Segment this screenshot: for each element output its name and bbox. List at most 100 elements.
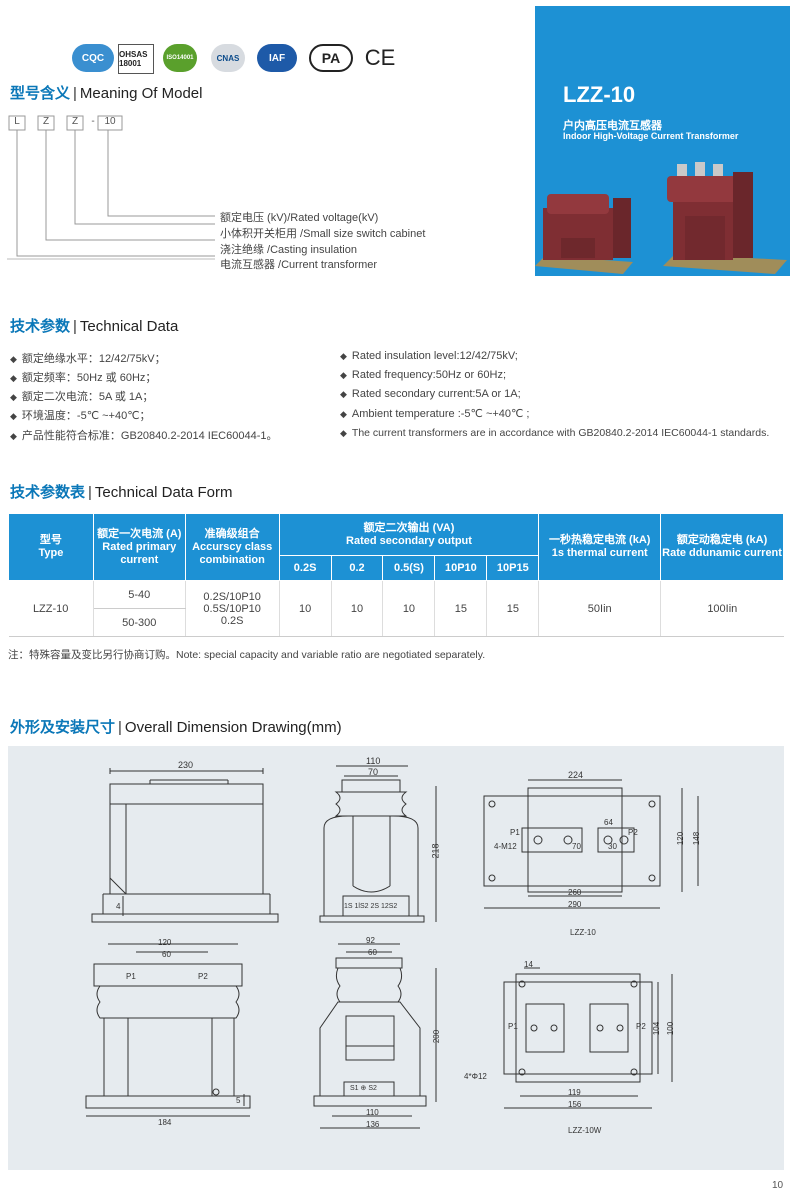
dim-224: 224 <box>568 770 584 780</box>
tech-en-item: ◆Rated frequency:50Hz or 60Hz; <box>340 369 507 381</box>
cell-primary: 5-40 <box>93 580 186 609</box>
ohsas-logo: OHSAS 18001 <box>118 44 154 74</box>
terminal-label: 1S 1lS2 2S 12S2 <box>344 903 398 910</box>
dim-120b: 120 <box>158 938 172 947</box>
cell-output: 10 <box>331 580 384 637</box>
product-photo <box>535 162 787 274</box>
dim-64: 64 <box>604 818 613 827</box>
table-note: 注：特殊容量及变比另行协商订购。Note: special capacity a… <box>8 649 486 661</box>
phi12-label: 4*Φ12 <box>464 1072 487 1081</box>
form-section-title: 技术参数表|Technical Data Form <box>10 484 233 501</box>
subheader-10p15: 10P15 <box>486 555 540 581</box>
dim-290: 290 <box>568 900 582 909</box>
dim-section-zh: 外形及安装尺寸 <box>10 719 116 736</box>
tech-zh-item: ◆产品性能符合标准：GB20840.2-2014 IEC60044-1。 <box>10 430 278 442</box>
dim-5: 5 <box>236 1096 241 1105</box>
tech-zh-item: ◆额定二次电流：5A 或 1A； <box>10 391 154 403</box>
model-code-z2: Z <box>71 116 79 127</box>
p2-label: P2 <box>628 828 638 837</box>
dim-100: 100 <box>666 1021 676 1036</box>
cell-output: 15 <box>486 580 540 637</box>
tech-section-title: 技术参数|Technical Data <box>10 318 179 335</box>
dim-120: 120 <box>676 831 686 846</box>
tech-zh-item: ◆额定频率：50Hz 或 60Hz； <box>10 372 157 384</box>
p1-label-3: P1 <box>508 1022 518 1031</box>
dim-60: 60 <box>162 950 171 959</box>
model-code-10: 10 <box>104 116 116 127</box>
cnas-logo: CNAS <box>211 44 245 72</box>
dim-30: 30 <box>608 842 617 851</box>
p2-label-2: P2 <box>198 972 208 981</box>
subheader-0-2: 0.2 <box>330 555 384 581</box>
header-secondary: 额定二次输出 (VA)Rated secondary output <box>278 513 540 556</box>
form-section-en: Technical Data Form <box>94 484 233 501</box>
model-code-l: L <box>14 116 20 127</box>
subheader-10p10: 10P10 <box>434 555 488 581</box>
model-section-title: 型号含义|Meaning Of Model <box>10 85 203 102</box>
model-meaning-cabinet: 小体积开关柜用 /Small size switch cabinet <box>220 228 426 240</box>
dim-section-title: 外形及安装尺寸|Overall Dimension Drawing(mm) <box>10 719 342 736</box>
dim-110: 110 <box>366 756 381 766</box>
subheader-0-2s: 0.2S <box>278 555 332 581</box>
product-zh-name: 户内高压电流互感器 <box>563 120 662 132</box>
product-en-name: Indoor High-Voltage Current Transformer <box>563 131 739 141</box>
caption-lzz10: LZZ-10 <box>570 928 596 937</box>
cell-primary: 50-300 <box>93 608 186 637</box>
tech-en-item: ◆Ambient temperature :-5℃ ~+40℃ ; <box>340 408 530 420</box>
dim-60b: 60 <box>368 948 377 957</box>
cqc-logo: CQC <box>72 44 114 72</box>
tech-en-item: ◆Rated secondary current:5A or 1A; <box>340 388 521 400</box>
dim-70b: 70 <box>572 842 581 851</box>
m12-label: 4-M12 <box>494 842 517 851</box>
subheader-0-5s: 0.5(S) <box>382 555 436 581</box>
p2-label-3: P2 <box>636 1022 646 1031</box>
model-section-en: Meaning Of Model <box>79 85 203 102</box>
dim-218: 218 <box>430 843 441 859</box>
cell-thermal: 50Iin <box>538 580 662 637</box>
tech-en-item: ◆The current transformers are in accorda… <box>340 427 770 439</box>
cell-output: 10 <box>382 580 436 637</box>
model-code-z1: Z <box>42 116 50 127</box>
dim-92: 92 <box>366 936 375 945</box>
model-meaning-transformer: 电流互感器 /Current transformer <box>220 259 378 271</box>
model-meaning-insulation: 浇注绝缘 /Casting insulation <box>220 244 357 256</box>
dim-4: 4 <box>116 902 121 911</box>
tech-zh-item: ◆额定绝缘水平：12/42/75kV； <box>10 353 166 365</box>
dim-section-en: Overall Dimension Drawing(mm) <box>124 719 342 736</box>
p1-label: P1 <box>510 828 520 837</box>
dim-148: 148 <box>692 831 702 846</box>
header-primary: 额定一次电流 (A)Rated primary current <box>92 513 186 581</box>
dim-156: 156 <box>568 1100 582 1109</box>
dim-104: 104 <box>652 1021 662 1036</box>
s-terminal-label: S1 ⊕ S2 <box>350 1085 377 1092</box>
p1-label-2: P1 <box>126 972 136 981</box>
tech-en-item: ◆Rated insulation level:12/42/75kV; <box>340 350 518 362</box>
model-meaning-voltage: 额定电压 (kV)/Rated voltage(kV) <box>220 212 379 224</box>
tech-zh-item: ◆环境温度：-5℃ ~+40℃； <box>10 410 151 422</box>
header-dynamic: 额定动稳定电 (kA)Rate ddunamic current <box>660 513 784 581</box>
cell-output: 10 <box>279 580 332 637</box>
iso14001-logo: ISO14001 <box>163 44 197 72</box>
dimension-drawings <box>85 765 699 1129</box>
dim-200: 200 <box>432 1029 442 1044</box>
iaf-logo: IAF <box>257 44 297 72</box>
dim-136: 136 <box>366 1120 380 1129</box>
model-code-dash: - <box>91 116 95 127</box>
table-row: 50-300 <box>9 608 784 637</box>
pa-logo: PA <box>309 44 353 72</box>
dim-260: 260 <box>568 888 582 897</box>
model-code-diagram <box>7 115 215 260</box>
form-section-zh: 技术参数表 <box>10 484 86 501</box>
dim-110b: 110 <box>366 1108 379 1117</box>
dim-70: 70 <box>368 767 379 777</box>
cell-type: LZZ-10 <box>8 580 94 637</box>
ce-logo: CE <box>364 45 396 70</box>
caption-lzz10w: LZZ-10W <box>568 1126 602 1135</box>
cell-output: 15 <box>434 580 488 637</box>
dim-119: 119 <box>568 1088 581 1097</box>
